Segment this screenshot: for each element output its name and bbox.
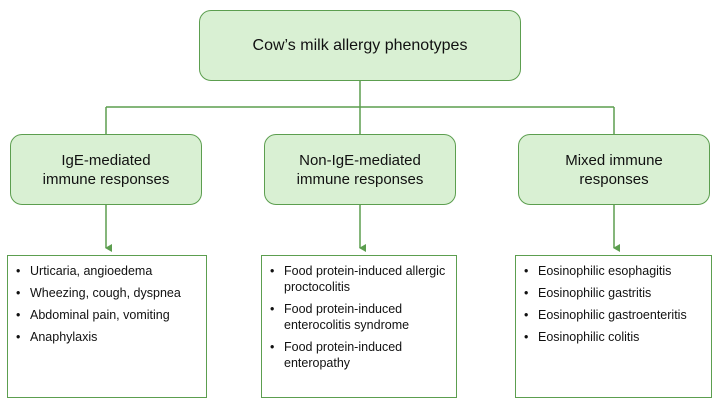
list-item: Anaphylaxis [16,329,200,345]
symptom-list-non-ige-mediated: Food protein-induced allergic proctocoli… [261,255,457,398]
category-label-line: Non-IgE-mediated [299,151,421,169]
root-node: Cow’s milk allergy phenotypes [199,10,521,81]
list-item: Abdominal pain, vomiting [16,307,200,323]
list-item: Wheezing, cough, dyspnea [16,285,200,301]
category-label-line: responses [579,170,649,188]
list-item: Food protein-induced allergic proctocoli… [270,263,450,295]
list-item: Food protein-induced enteropathy [270,339,450,371]
list-item: Eosinophilic gastritis [524,285,705,301]
category-node-non-ige-mediated: Non-IgE-mediated immune responses [264,134,456,205]
list-item: Urticaria, angioedema [16,263,200,279]
category-label-line: Mixed immune [565,151,663,169]
category-label-line: immune responses [296,170,424,188]
category-node-mixed: Mixed immune responses [518,134,710,205]
category-label-line: IgE-mediated [61,151,151,169]
list-item: Eosinophilic colitis [524,329,705,345]
category-label: IgE-mediated immune responses [43,151,170,189]
category-label: Mixed immune responses [565,151,663,189]
category-label: Non-IgE-mediated immune responses [297,151,424,189]
symptom-list-ige-mediated: Urticaria, angioedema Wheezing, cough, d… [7,255,207,398]
symptom-list-mixed: Eosinophilic esophagitis Eosinophilic ga… [515,255,712,398]
list-item: Eosinophilic gastroenteritis [524,307,705,323]
root-node-label: Cow’s milk allergy phenotypes [252,37,468,54]
category-node-ige-mediated: IgE-mediated immune responses [10,134,202,205]
list-item: Food protein-induced enterocolitis syndr… [270,301,450,333]
list-item: Eosinophilic esophagitis [524,263,705,279]
category-label-line: immune responses [42,170,170,188]
